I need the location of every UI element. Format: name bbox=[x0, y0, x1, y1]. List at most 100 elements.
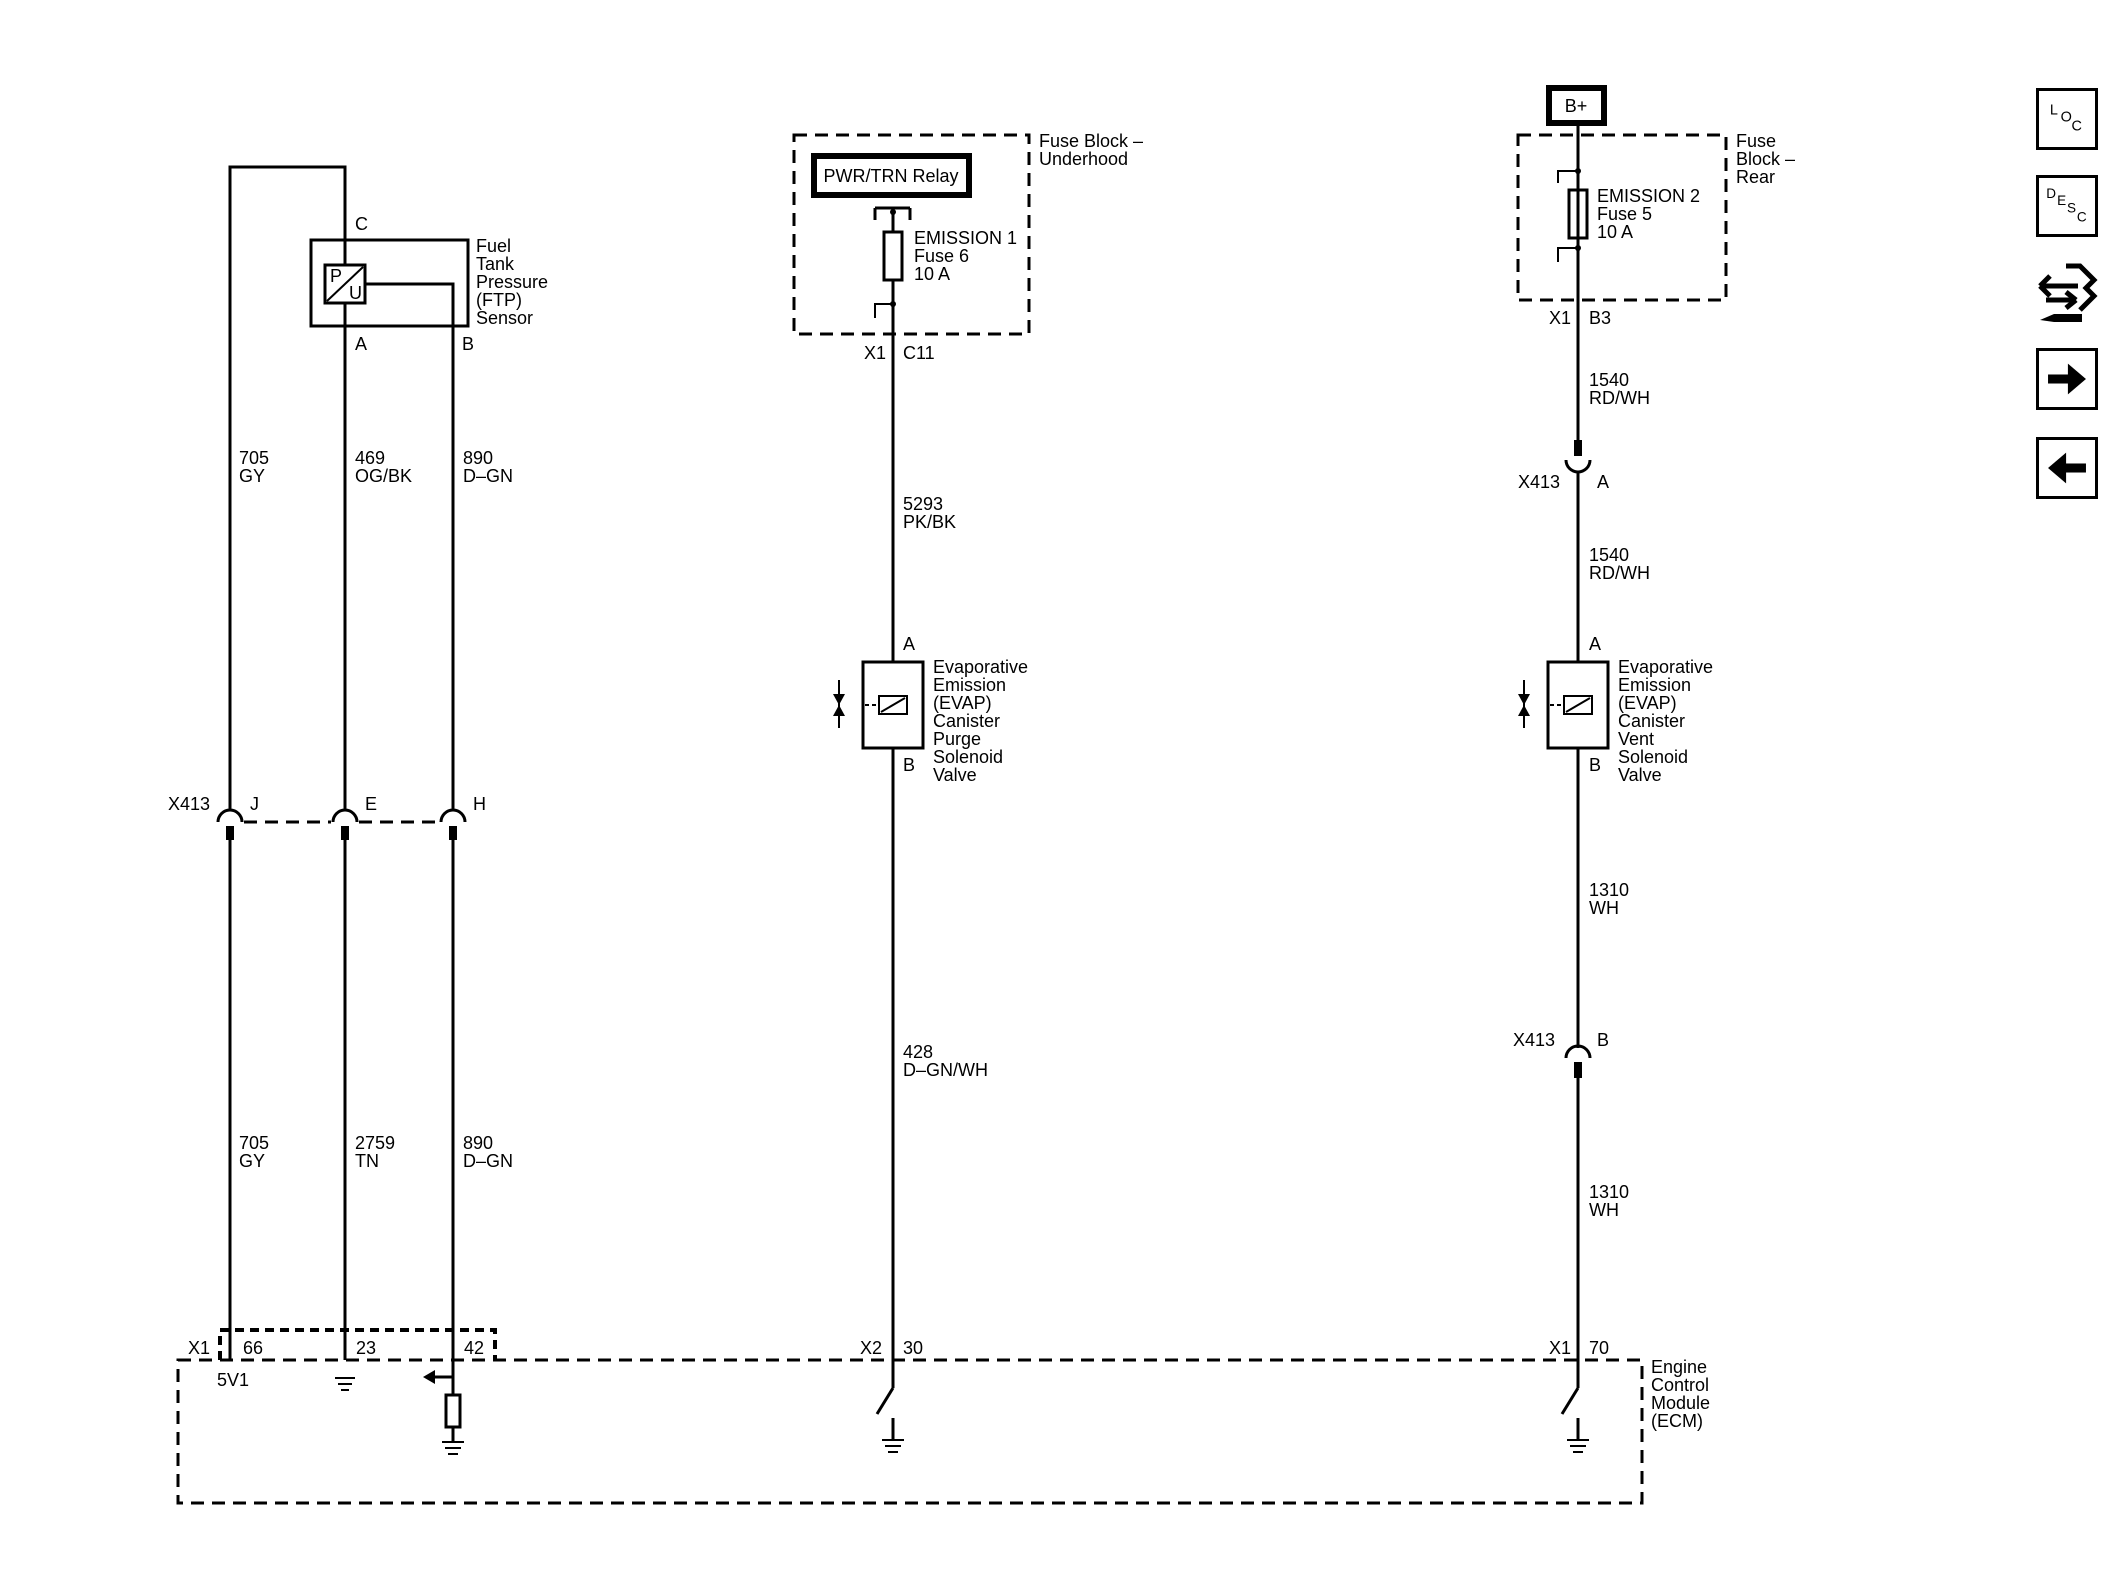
vent-pin-a: A bbox=[1589, 634, 1601, 654]
ftp-glyph-p: P bbox=[330, 266, 342, 286]
ecm-left-conn-label: X1 bbox=[188, 1338, 210, 1358]
x413-connector-b: X413 B bbox=[1513, 1030, 1609, 1078]
wire-2759-color: TN bbox=[355, 1151, 379, 1171]
ftp-sensor: P U Fuel Tank Pressure (FTP) Sensor C A … bbox=[309, 214, 548, 354]
emission2-fuse-number: Fuse 5 bbox=[1597, 204, 1652, 224]
desc-letter-d: D bbox=[2046, 186, 2056, 201]
previous-arrow-button[interactable] bbox=[2036, 437, 2098, 499]
x413-b-label: X413 bbox=[1513, 1030, 1555, 1050]
wire-428-number: 428 bbox=[903, 1042, 933, 1062]
wire-1310b-color: WH bbox=[1589, 1200, 1619, 1220]
x413-a-label: X413 bbox=[1518, 472, 1560, 492]
description-button[interactable]: D E S C bbox=[2036, 175, 2098, 237]
x413-b-pin: B bbox=[1597, 1030, 1609, 1050]
pressure-transducer-icon: P U bbox=[323, 263, 367, 305]
ftp-sensor-body bbox=[309, 238, 470, 328]
vent-pin-b: B bbox=[1589, 755, 1601, 775]
ecm-label-4: (ECM) bbox=[1651, 1411, 1703, 1431]
next-arrow-button[interactable] bbox=[2036, 348, 2098, 410]
ecm-label-1: Engine bbox=[1651, 1357, 1707, 1377]
fb-underhood-conn-label: X1 bbox=[864, 343, 886, 363]
wire-1540b-number: 1540 bbox=[1589, 545, 1629, 565]
ftp-name-line4: (FTP) bbox=[476, 290, 522, 310]
emission2-rating: 10 A bbox=[1597, 222, 1633, 242]
wire-469-number: 469 bbox=[355, 448, 385, 468]
wire-890b-color: D–GN bbox=[463, 1151, 513, 1171]
purge-pin-b: B bbox=[903, 755, 915, 775]
ecm-label-2: Control bbox=[1651, 1375, 1709, 1395]
connector-tool-icon[interactable] bbox=[2036, 258, 2098, 330]
loc-letter-c: C bbox=[2072, 119, 2082, 135]
pwr-trn-relay-box bbox=[811, 153, 972, 198]
ftp-pin-b: B bbox=[462, 334, 474, 354]
ftp-name-line1: Fuel bbox=[476, 236, 511, 256]
purge-pin-a: A bbox=[903, 634, 915, 654]
x413-connector-left: X413 J E H bbox=[168, 794, 486, 840]
purge-label-5: Purge bbox=[933, 729, 981, 749]
wire-705-upper bbox=[228, 165, 347, 810]
ftp-pin-c: C bbox=[355, 214, 368, 234]
fb-rear-label3: Rear bbox=[1736, 167, 1775, 187]
purge-label-6: Solenoid bbox=[933, 747, 1003, 767]
x413-pin-h: H bbox=[473, 794, 486, 814]
fb-rear-label2: Block – bbox=[1736, 149, 1795, 169]
purge-solenoid-valve: A B Evaporative Emission (EVAP) Canister… bbox=[833, 634, 1028, 785]
ftp-name-line2: Tank bbox=[476, 254, 515, 274]
ecm-label-3: Module bbox=[1651, 1393, 1710, 1413]
fuse-block-rear: Fuse Block – Rear EMISSION 2 Fuse 5 10 A bbox=[1516, 131, 1795, 302]
ecm-5v1-ref: 5V1 bbox=[217, 1370, 249, 1390]
wire-890-upper bbox=[365, 282, 455, 810]
vent-label-3: (EVAP) bbox=[1618, 693, 1677, 713]
fb-underhood-conn-pin: C11 bbox=[903, 343, 935, 363]
emission2-fuse bbox=[1567, 188, 1589, 240]
wire-469-color: OG/BK bbox=[355, 466, 412, 486]
location-button[interactable]: L O C bbox=[2036, 88, 2098, 150]
ecm-pin-23: 23 bbox=[356, 1338, 376, 1358]
wire-705-number: 705 bbox=[239, 448, 269, 468]
ground-symbol-icon bbox=[442, 1441, 464, 1455]
ecm-x1-pin-70: 70 bbox=[1589, 1338, 1609, 1358]
fb-underhood-label1: Fuse Block – bbox=[1039, 131, 1143, 151]
wire-5293-number: 5293 bbox=[903, 494, 943, 514]
arrow-left-icon bbox=[2048, 452, 2086, 484]
ground-symbol-icon bbox=[335, 1377, 355, 1391]
emission1-rating: 10 A bbox=[914, 264, 950, 284]
ecm-x2-label: X2 bbox=[860, 1338, 882, 1358]
wire-890-number: 890 bbox=[463, 448, 493, 468]
ftp-pin-a: A bbox=[355, 334, 367, 354]
purge-label-3: (EVAP) bbox=[933, 693, 992, 713]
purge-label-4: Canister bbox=[933, 711, 1000, 731]
desc-letter-e: E bbox=[2057, 193, 2066, 208]
battery-label: B+ bbox=[1565, 96, 1588, 116]
wire-1540a-color: RD/WH bbox=[1589, 388, 1650, 408]
wire-890-color: D–GN bbox=[463, 466, 513, 486]
purge-label-7: Valve bbox=[933, 765, 977, 785]
vent-label-2: Emission bbox=[1618, 675, 1691, 695]
x413-a-pin: A bbox=[1597, 472, 1609, 492]
ftp-name-line5: Sensor bbox=[476, 308, 533, 328]
loc-letter-o: O bbox=[2061, 110, 2072, 126]
ecm-left-connector: X1 66 23 42 5V1 bbox=[188, 1328, 497, 1390]
x413-pin-e: E bbox=[365, 794, 377, 814]
purge-label-1: Evaporative bbox=[933, 657, 1028, 677]
loc-letter-l: L bbox=[2050, 102, 2058, 118]
wire-1540a-number: 1540 bbox=[1589, 370, 1629, 390]
x413-left-label: X413 bbox=[168, 794, 210, 814]
wire-2759-number: 2759 bbox=[355, 1133, 395, 1153]
wire-705b-number: 705 bbox=[239, 1133, 269, 1153]
ecm-x1-right-label: X1 bbox=[1549, 1338, 1571, 1358]
wire-5293-color: PK/BK bbox=[903, 512, 956, 532]
wire-1310a-color: WH bbox=[1589, 898, 1619, 918]
ftp-glyph-u: U bbox=[349, 283, 362, 303]
ecm-x2-pin-30: 30 bbox=[903, 1338, 923, 1358]
ftp-name-line3: Pressure bbox=[476, 272, 548, 292]
wire-890b-number: 890 bbox=[463, 1133, 493, 1153]
arrow-right-icon bbox=[2048, 363, 2086, 395]
pwr-trn-relay-label: PWR/TRN Relay bbox=[823, 166, 958, 186]
ground-symbol-icon bbox=[882, 1439, 904, 1453]
vent-label-1: Evaporative bbox=[1618, 657, 1713, 677]
fb-rear-label1: Fuse bbox=[1736, 131, 1776, 151]
battery-positive: B+ bbox=[1546, 85, 1607, 126]
vent-label-4: Canister bbox=[1618, 711, 1685, 731]
